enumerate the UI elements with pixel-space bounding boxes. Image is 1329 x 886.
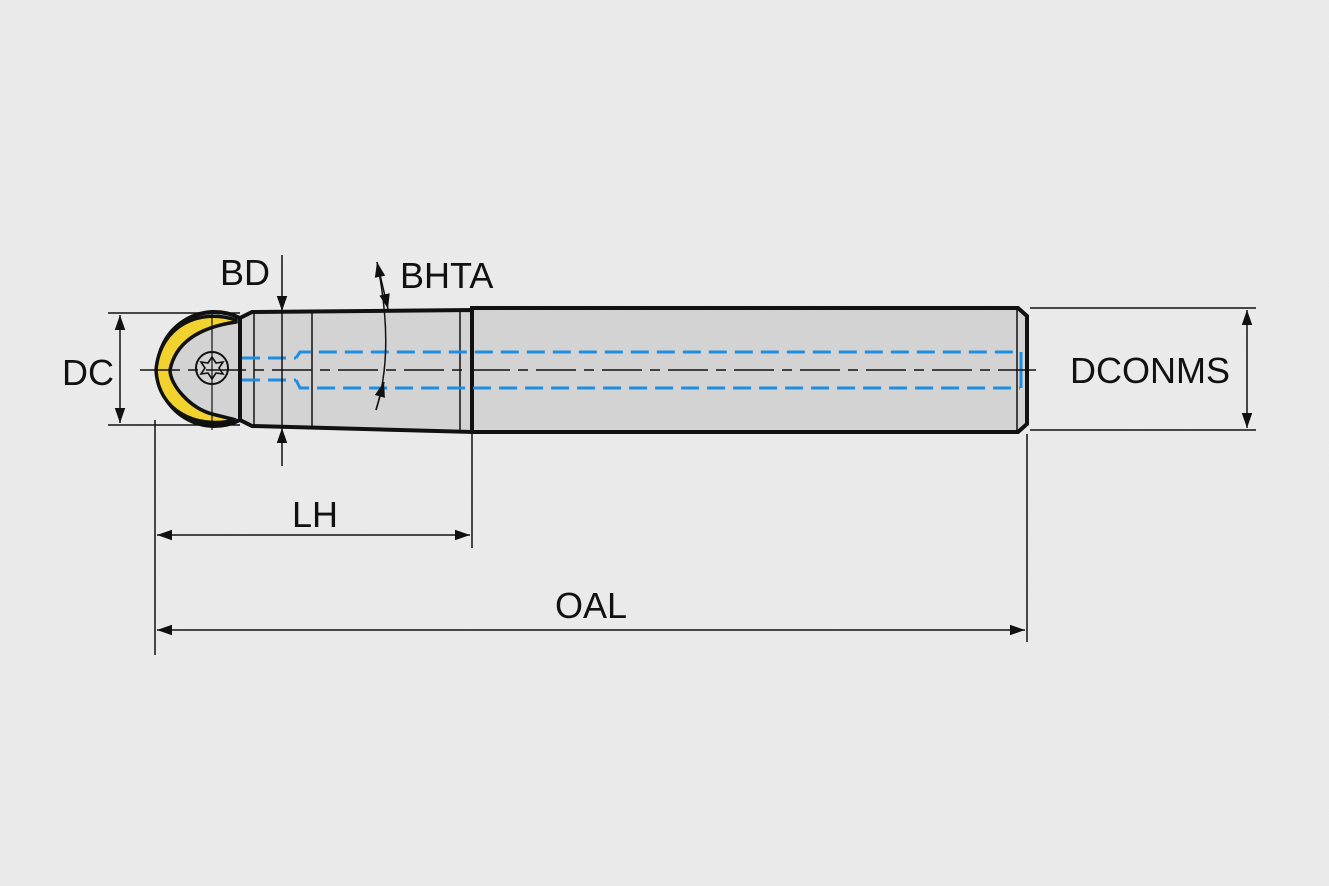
lh-label: LH [292, 494, 338, 535]
neck [238, 307, 474, 435]
insert [154, 314, 238, 425]
dc-dimension [108, 312, 240, 426]
oal-dimension [157, 434, 1028, 642]
dc-label: DC [62, 352, 114, 393]
oal-label: OAL [555, 585, 627, 626]
bhta-label: BHTA [400, 255, 493, 296]
lh-dimension [154, 420, 473, 655]
dconms-label: DCONMS [1070, 350, 1230, 391]
bhta-dimension [374, 261, 390, 411]
bd-label: BD [220, 252, 270, 293]
dconms-dimension [1030, 307, 1256, 431]
